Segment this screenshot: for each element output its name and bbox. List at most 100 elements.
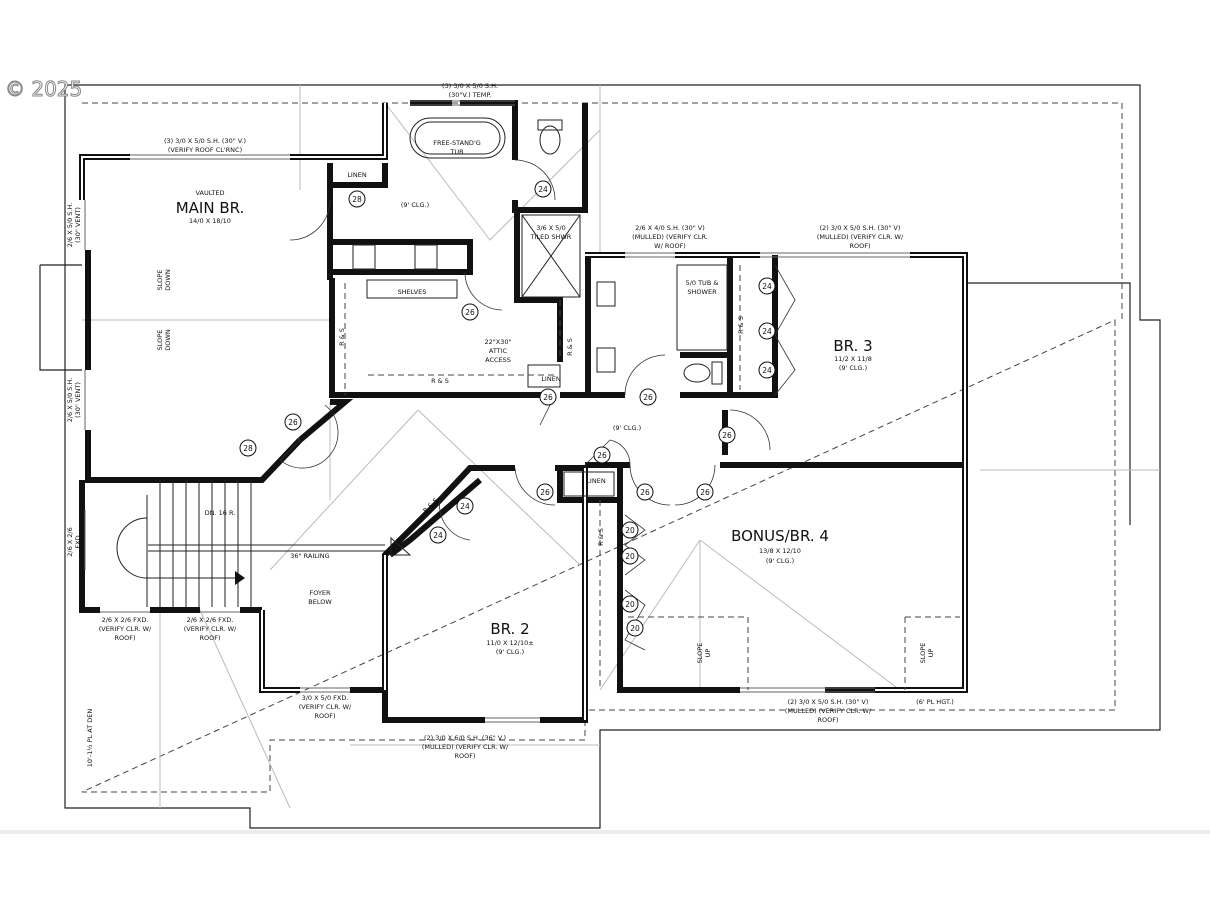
svg-text:26: 26 bbox=[640, 488, 650, 497]
door-tag: 20 bbox=[621, 547, 639, 565]
svg-text:(VERIFY CLR. W/: (VERIFY CLR. W/ bbox=[299, 703, 352, 711]
svg-text:LINEN: LINEN bbox=[541, 375, 561, 383]
svg-text:(9' CLG.): (9' CLG.) bbox=[613, 424, 641, 432]
svg-text:26: 26 bbox=[700, 488, 710, 497]
svg-text:ROOF): ROOF) bbox=[849, 242, 870, 250]
svg-text:(2) 3/0 X 5/0 S.H. (30" V): (2) 3/0 X 5/0 S.H. (30" V) bbox=[820, 224, 901, 232]
door-tag: 26 bbox=[461, 303, 479, 321]
svg-text:R & S: R & S bbox=[737, 316, 745, 334]
stair-arrow-icon bbox=[235, 571, 245, 585]
svg-text:SHELVES: SHELVES bbox=[398, 288, 427, 296]
svg-text:SLOPE: SLOPE bbox=[696, 643, 704, 664]
svg-text:11/2 X 11/8: 11/2 X 11/8 bbox=[834, 355, 872, 363]
svg-text:26: 26 bbox=[288, 418, 298, 427]
svg-text:26: 26 bbox=[465, 308, 475, 317]
svg-text:(MULLED) (VERIFY CLR. W/: (MULLED) (VERIFY CLR. W/ bbox=[817, 233, 904, 241]
door-tag: 24 bbox=[456, 497, 474, 515]
stair-treads bbox=[146, 480, 252, 607]
svg-text:14/0 X 18/10: 14/0 X 18/10 bbox=[189, 217, 231, 225]
svg-text:24: 24 bbox=[538, 185, 548, 194]
svg-text:28: 28 bbox=[352, 195, 362, 204]
svg-text:(VERIFY ROOF CL'RNC): (VERIFY ROOF CL'RNC) bbox=[168, 146, 242, 154]
sink-icon bbox=[352, 244, 376, 270]
svg-text:UP: UP bbox=[927, 649, 935, 658]
svg-text:ACCESS: ACCESS bbox=[485, 356, 511, 364]
door-tag: 20 bbox=[621, 595, 639, 613]
svg-text:20: 20 bbox=[625, 526, 635, 535]
svg-text:26: 26 bbox=[643, 393, 653, 402]
svg-text:13/8 X 12/10: 13/8 X 12/10 bbox=[759, 547, 801, 555]
door-tag: 24 bbox=[534, 180, 552, 198]
room-name-bonus: BONUS/BR. 4 bbox=[731, 527, 829, 545]
svg-text:5/0 TUB &: 5/0 TUB & bbox=[686, 279, 719, 287]
svg-text:LINEN: LINEN bbox=[586, 477, 606, 485]
door-tag: 26 bbox=[718, 426, 736, 444]
linen-closet bbox=[527, 364, 561, 388]
svg-text:11/0 X 12/10±: 11/0 X 12/10± bbox=[486, 639, 533, 647]
svg-text:20: 20 bbox=[630, 624, 640, 633]
roof-outline bbox=[64, 84, 1161, 829]
svg-text:10'-1½ PL AT DEN: 10'-1½ PL AT DEN bbox=[86, 709, 94, 768]
svg-text:DN. 16 R.: DN. 16 R. bbox=[205, 509, 236, 517]
door-tags: 28 24 26 26 26 28 26 26 26 26 26 26 24 2… bbox=[239, 180, 776, 637]
svg-text:26: 26 bbox=[597, 451, 607, 460]
sink-icon bbox=[596, 347, 616, 373]
door-tag: 28 bbox=[348, 190, 366, 208]
svg-text:W/ ROOF): W/ ROOF) bbox=[654, 242, 686, 250]
svg-text:(VERIFY CLR. W/: (VERIFY CLR. W/ bbox=[184, 625, 237, 633]
svg-text:3/6 X 5/0: 3/6 X 5/0 bbox=[536, 224, 566, 232]
svg-text:DOWN: DOWN bbox=[164, 269, 172, 291]
door-tag: 20 bbox=[621, 521, 639, 539]
svg-text:(MULLED) (VERIFY CLR. W/: (MULLED) (VERIFY CLR. W/ bbox=[785, 707, 872, 715]
svg-text:2/6 X 5/0 S.H.: 2/6 X 5/0 S.H. bbox=[66, 203, 74, 248]
svg-text:(30" VENT): (30" VENT) bbox=[74, 207, 82, 243]
walls bbox=[79, 100, 968, 723]
svg-text:3/0 X 5/0 FXD.: 3/0 X 5/0 FXD. bbox=[302, 694, 349, 702]
linen-closet bbox=[563, 471, 615, 497]
svg-text:2/6 X 4/0 S.H. (30" V): 2/6 X 4/0 S.H. (30" V) bbox=[635, 224, 705, 232]
page-divider bbox=[0, 830, 1210, 834]
windows bbox=[84, 100, 910, 723]
svg-text:ATTIC: ATTIC bbox=[489, 347, 508, 355]
svg-text:2/6 X 2/6: 2/6 X 2/6 bbox=[66, 527, 74, 557]
svg-text:R & S: R & S bbox=[338, 328, 346, 346]
shower bbox=[521, 214, 581, 298]
door-tag: 26 bbox=[284, 413, 302, 431]
sink-icon bbox=[414, 244, 438, 270]
toilet-icon bbox=[539, 125, 561, 155]
svg-text:SHOWER: SHOWER bbox=[687, 288, 717, 296]
door-tag: 28 bbox=[239, 439, 257, 457]
svg-text:ROOF): ROOF) bbox=[454, 752, 475, 760]
svg-text:R & S: R & S bbox=[597, 528, 605, 546]
door-tag: 26 bbox=[593, 446, 611, 464]
svg-text:(30"V.) TEMP.: (30"V.) TEMP. bbox=[449, 91, 492, 99]
svg-text:R & S: R & S bbox=[431, 377, 449, 385]
door-tag: 26 bbox=[696, 483, 714, 501]
window-notes: (3) 3/0 X 5/0 S.H. (30"V.) TEMP. (3) 3/0… bbox=[66, 82, 954, 767]
svg-text:(30" VENT): (30" VENT) bbox=[74, 382, 82, 418]
door-tag: 20 bbox=[626, 619, 644, 637]
tub-shower bbox=[676, 264, 728, 351]
svg-text:24: 24 bbox=[762, 327, 772, 336]
svg-text:TILED SHWR: TILED SHWR bbox=[530, 233, 572, 241]
door-tag: 24 bbox=[429, 526, 447, 544]
svg-text:24: 24 bbox=[460, 502, 470, 511]
svg-text:FXD: FXD bbox=[74, 535, 82, 548]
svg-text:(6' PL HGT.): (6' PL HGT.) bbox=[916, 698, 954, 706]
svg-text:(9' CLG.): (9' CLG.) bbox=[496, 648, 524, 656]
freestanding-tub bbox=[409, 117, 506, 159]
roof-ridge-lines bbox=[82, 85, 1160, 809]
svg-text:(MULLED) (VERIFY CLR. W/: (MULLED) (VERIFY CLR. W/ bbox=[422, 743, 509, 751]
bay-outline bbox=[39, 264, 82, 371]
svg-text:ROOF): ROOF) bbox=[314, 712, 335, 720]
svg-text:36" RAILING: 36" RAILING bbox=[290, 552, 329, 560]
svg-text:26: 26 bbox=[543, 393, 553, 402]
svg-text:26: 26 bbox=[722, 431, 732, 440]
svg-text:(3) 3/0 X 5/0 S.H. (30" V.): (3) 3/0 X 5/0 S.H. (30" V.) bbox=[164, 137, 246, 145]
door-tag: 26 bbox=[639, 388, 657, 406]
svg-text:UP: UP bbox=[704, 649, 712, 658]
railing bbox=[148, 544, 385, 552]
svg-text:SLOPE: SLOPE bbox=[156, 330, 164, 351]
svg-text:DOWN: DOWN bbox=[164, 329, 172, 351]
svg-text:2/6 X 2/6 FXD.: 2/6 X 2/6 FXD. bbox=[102, 616, 149, 624]
